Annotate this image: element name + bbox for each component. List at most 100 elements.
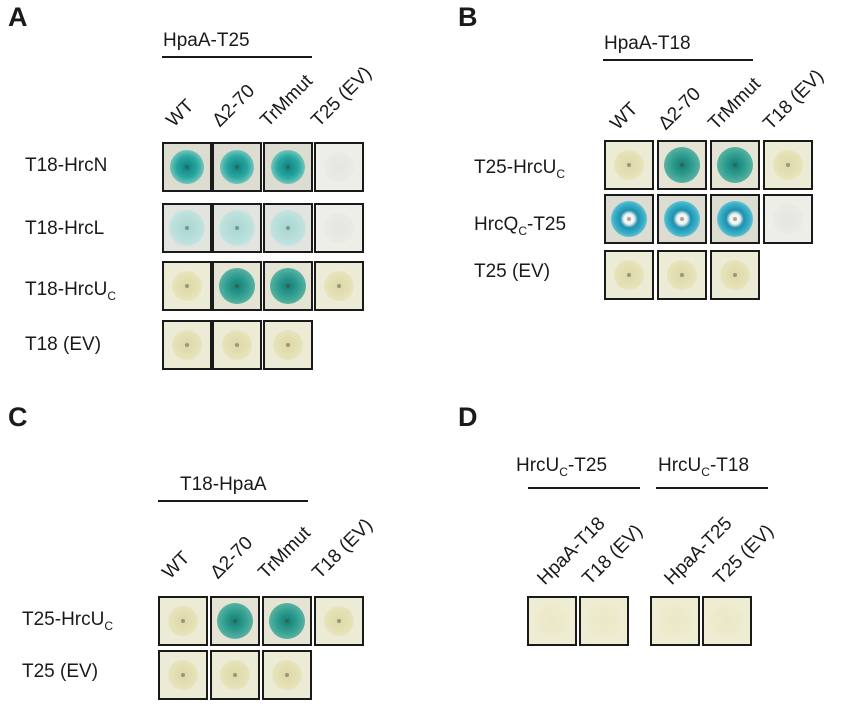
panel-d-letter: D [458, 402, 478, 432]
panel-b-col-t18ev: T18 (EV) [759, 65, 829, 135]
colony-spot [717, 201, 753, 237]
colony-spot [324, 271, 354, 301]
panel-a-col-d270: Δ2-70 [208, 80, 260, 132]
panel-b-spot [657, 250, 707, 300]
panel-a-spot [212, 320, 262, 370]
panel-a-spot [212, 203, 262, 253]
colony-spot [273, 330, 303, 360]
colony-spot [534, 603, 570, 639]
colony-spot [217, 603, 253, 639]
panel-b-spot [604, 250, 654, 300]
panel-d-group-bar [656, 487, 768, 489]
panel-a-row-label: T18-HrcN [25, 155, 108, 176]
panel-a-row-label: T18 (EV) [25, 334, 102, 355]
panel-a-spot [314, 142, 364, 192]
panel-d-spot [702, 596, 752, 646]
colony-spot [270, 268, 306, 304]
panel-a-col-wt: WT [162, 95, 199, 132]
colony-spot [667, 260, 697, 290]
panel-c-row-label: T25-HrcUC [22, 609, 114, 633]
panel-d-spot [527, 596, 577, 646]
panel-b-spot [710, 140, 760, 190]
panel-b-row-label: T25-HrcUC [474, 157, 566, 181]
panel-c-spot [158, 650, 208, 700]
panel-c-col-trmmut: TrMmut [254, 522, 316, 584]
panel-d-group-header: HrcUC-T18 [658, 455, 750, 479]
panel-a-spot [263, 142, 313, 192]
panel-a-spot [263, 203, 313, 253]
panel-a-row-label: T18-HrcL [25, 218, 105, 239]
colony-spot [272, 660, 302, 690]
colony-spot [773, 150, 803, 180]
panel-c-spot [262, 596, 312, 646]
panel-c-spot [262, 650, 312, 700]
panel-d-group-header: HrcUC-T25 [516, 455, 608, 479]
panel-a-spot [212, 261, 262, 311]
panel-c-row-label: T25 (EV) [22, 661, 99, 682]
colony-spot [324, 606, 354, 636]
colony-spot [168, 606, 198, 636]
panel-c-spot [210, 596, 260, 646]
colony-spot [324, 213, 354, 243]
colony-spot [172, 271, 202, 301]
panel-a-letter: A [8, 2, 28, 32]
colony-spot [172, 330, 202, 360]
panel-b-spot [763, 140, 813, 190]
colony-spot [614, 260, 644, 290]
colony-spot [717, 147, 753, 183]
colony-spot [614, 150, 644, 180]
panel-a-spot [314, 203, 364, 253]
panel-b-spot [657, 140, 707, 190]
panel-b-letter: B [458, 2, 478, 32]
colony-spot [664, 201, 700, 237]
panel-b-spot [710, 194, 760, 244]
colony-spot [168, 660, 198, 690]
panel-c-header: T18-HpaA [180, 474, 267, 495]
panel-b-header: HpaA-T18 [604, 33, 691, 54]
panel-b-spot [763, 194, 813, 244]
colony-spot [169, 210, 205, 246]
panel-a-spot [162, 142, 212, 192]
colony-spot [269, 603, 305, 639]
panel-b-spot [710, 250, 760, 300]
colony-spot [664, 147, 700, 183]
panel-b-row-label: T25 (EV) [474, 261, 551, 282]
panel-b-col-trmmut: TrMmut [704, 73, 766, 135]
colony-spot [271, 150, 305, 184]
panel-b-spot [604, 194, 654, 244]
colony-spot [773, 204, 803, 234]
panel-c-letter: C [8, 402, 28, 432]
panel-a-spot [162, 320, 212, 370]
colony-spot [219, 210, 255, 246]
panel-a-spot [212, 142, 262, 192]
panel-c-col-t18ev: T18 (EV) [308, 514, 378, 584]
panel-a-col-trmmut: TrMmut [256, 70, 318, 132]
colony-spot [709, 603, 745, 639]
colony-spot [720, 260, 750, 290]
panel-b-spot [657, 194, 707, 244]
panel-d-spot [650, 596, 700, 646]
panel-c-col-wt: WT [158, 547, 195, 584]
colony-spot [219, 268, 255, 304]
panel-a-col-t25ev: T25 (EV) [307, 62, 377, 132]
panel-a-row-label: T18-HrcUC [25, 279, 117, 303]
colony-spot [220, 660, 250, 690]
colony-spot [170, 150, 204, 184]
panel-b-col-d270: Δ2-70 [654, 83, 706, 135]
panel-d-spot [579, 596, 629, 646]
panel-a-header: HpaA-T25 [163, 30, 250, 51]
colony-spot [324, 152, 354, 182]
colony-spot [220, 150, 254, 184]
colony-spot [222, 330, 252, 360]
panel-c-col-d270: Δ2-70 [206, 532, 258, 584]
panel-c-spot [210, 650, 260, 700]
colony-spot [586, 603, 622, 639]
panel-d-group-bar [528, 487, 640, 489]
panel-b-row-label: HrcQC-T25 [474, 214, 567, 238]
panel-b-spot [604, 140, 654, 190]
panel-a-spot [162, 203, 212, 253]
panel-a-spot [162, 261, 212, 311]
panel-c-header-bar [158, 500, 308, 502]
colony-spot [611, 201, 647, 237]
panel-a-header-bar [162, 56, 312, 58]
